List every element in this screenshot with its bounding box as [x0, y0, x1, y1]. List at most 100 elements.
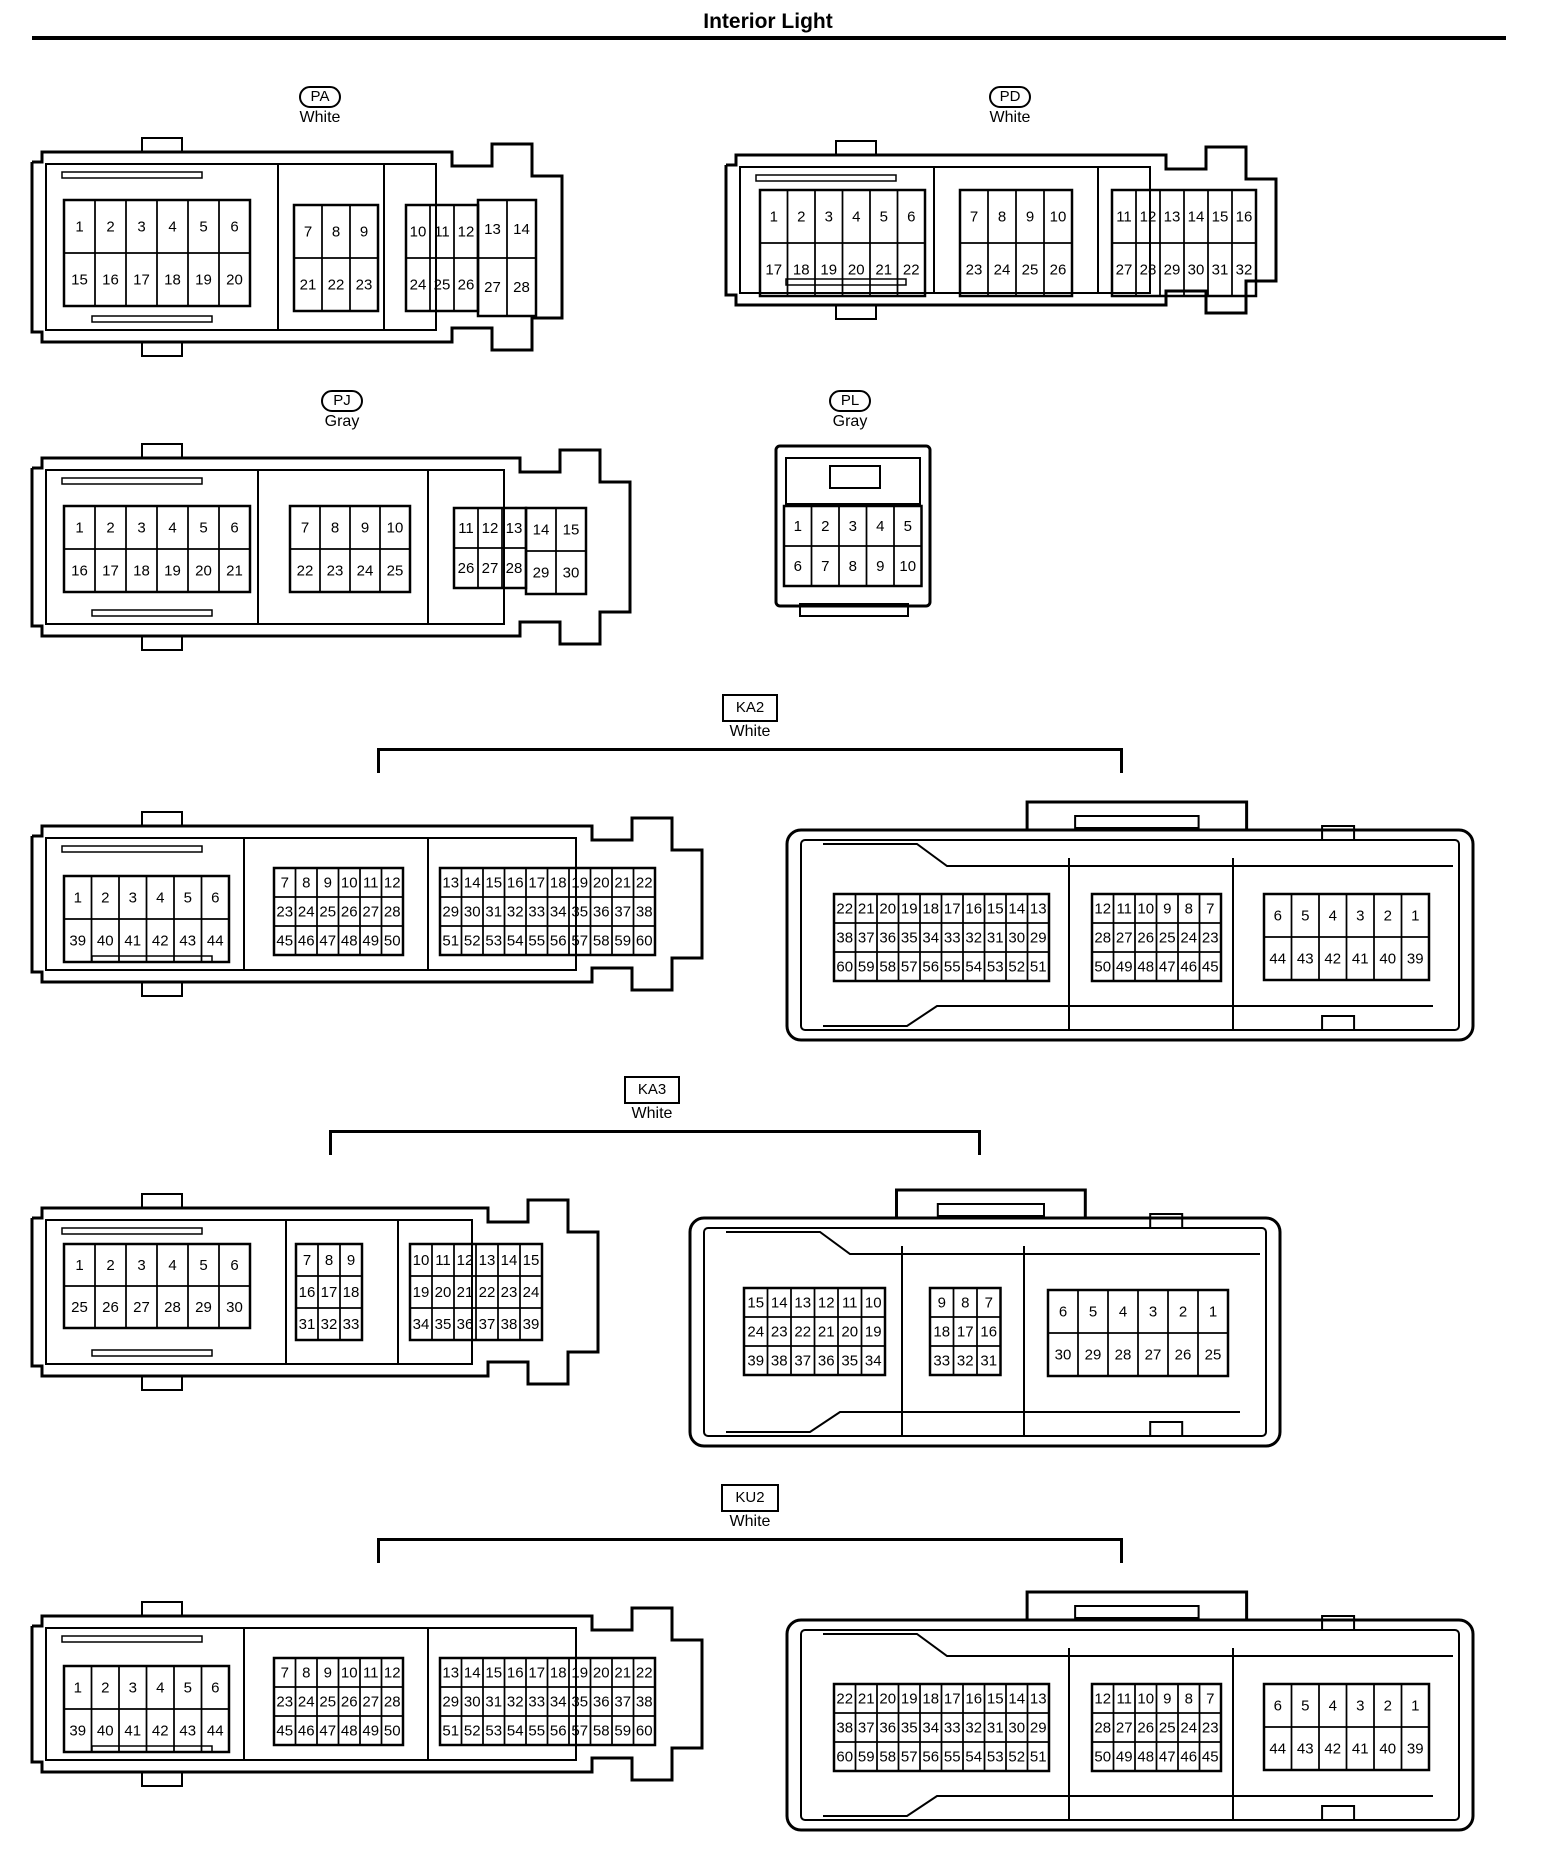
- pin-number: 36: [818, 1353, 835, 1370]
- pin-number: 13: [506, 520, 523, 537]
- pin-number: 47: [1159, 959, 1176, 976]
- pin-number: 10: [1137, 901, 1154, 918]
- pin-number: 8: [332, 224, 340, 241]
- pin-number: 48: [1137, 1749, 1154, 1766]
- pin-number: 40: [97, 933, 114, 950]
- pin-number: 49: [362, 1723, 379, 1740]
- connector-pl-color: Gray: [832, 413, 868, 430]
- pin-cell: [1400, 1726, 1430, 1771]
- pin-number: 12: [1140, 209, 1157, 226]
- pin-number: 58: [879, 1749, 896, 1766]
- pin-number: 4: [168, 1257, 176, 1274]
- pin-number: 48: [1137, 959, 1154, 976]
- connector-pj-color: Gray: [324, 413, 360, 430]
- connector-ka2-label: KA2 White: [700, 694, 800, 742]
- pin-number: 12: [482, 520, 499, 537]
- pin-number: 57: [901, 1749, 918, 1766]
- connector-ka3-code: KA3: [623, 1076, 681, 1104]
- pin-number: 23: [276, 904, 293, 921]
- pin-number: 54: [507, 933, 524, 950]
- pin-number: 24: [357, 563, 374, 580]
- connector-pd-code: PD: [989, 86, 1031, 108]
- pin-number: 26: [1137, 930, 1154, 947]
- pin-number: 22: [328, 277, 345, 294]
- pin-number: 42: [1324, 951, 1341, 968]
- pin-number: 28: [513, 279, 530, 296]
- key-outline: [823, 1005, 1433, 1027]
- latch-tab: [141, 341, 183, 357]
- connector-ka2-color: White: [729, 723, 771, 740]
- pin-number: 15: [485, 875, 502, 892]
- pin-number: 36: [457, 1316, 474, 1333]
- latch-tab: [141, 1193, 183, 1209]
- pin-number: 20: [879, 901, 896, 918]
- pin-number: 14: [464, 1665, 481, 1682]
- pin-number: 13: [1030, 901, 1047, 918]
- guide-bar: [755, 174, 897, 182]
- guide-tab: [1321, 1615, 1356, 1631]
- pin-number: 10: [341, 875, 358, 892]
- key-outline: [823, 1633, 1453, 1657]
- key-outline: [823, 843, 1453, 867]
- connector-housing: [30, 448, 632, 646]
- pin-number: 36: [593, 904, 610, 921]
- pin-number: 33: [528, 904, 545, 921]
- connector-ku2-code: KU2: [721, 1484, 779, 1512]
- pin-number: 53: [485, 933, 502, 950]
- pin-number: 2: [106, 1257, 114, 1274]
- connector-pj-label: PJ Gray: [292, 390, 392, 432]
- pin-number: 36: [593, 1694, 610, 1711]
- pin-number: 3: [137, 219, 145, 236]
- guide-bar: [785, 278, 907, 286]
- pin-number: 7: [1206, 901, 1214, 918]
- pin-number: 54: [507, 1723, 524, 1740]
- pin-cell: [1197, 1332, 1229, 1377]
- pin-number: 7: [281, 875, 289, 892]
- pin-number: 3: [1149, 1304, 1157, 1321]
- pin-number: 17: [528, 875, 545, 892]
- pin-number: 24: [747, 1324, 764, 1341]
- pin-number: 11: [458, 520, 474, 537]
- pin-number: 52: [1008, 1749, 1025, 1766]
- pin-number: 5: [1301, 908, 1309, 925]
- pin-number: 19: [571, 875, 588, 892]
- pin-number: 6: [1059, 1304, 1067, 1321]
- pin-number: 12: [458, 224, 475, 241]
- pin-cell: [1198, 1741, 1222, 1772]
- pin-number: 22: [794, 1324, 811, 1341]
- pin-number: 45: [276, 933, 293, 950]
- guide-bar: [91, 315, 213, 323]
- pin-number: 2: [1179, 1304, 1187, 1321]
- pin-number: 9: [360, 224, 368, 241]
- pin-number: 45: [1202, 959, 1219, 976]
- connector-ka3-label: KA3 White: [602, 1076, 702, 1124]
- pin-number: 16: [71, 563, 88, 580]
- pin-cell: [349, 257, 379, 312]
- pin-number: 6: [230, 1257, 238, 1274]
- connector-inner-frame: [800, 1629, 1460, 1821]
- pin-number: 18: [133, 563, 150, 580]
- pin-number: 15: [563, 522, 580, 539]
- connector-pl-label: PL Gray: [800, 390, 900, 432]
- pin-number: 60: [836, 959, 853, 976]
- pin-number: 5: [1089, 1304, 1097, 1321]
- pin-number: 5: [184, 890, 192, 907]
- pin-number: 7: [821, 558, 829, 575]
- pin-number: 25: [1205, 1347, 1222, 1364]
- pin-number: 8: [302, 1665, 310, 1682]
- pin-cell: [379, 548, 411, 593]
- pin-number: 17: [957, 1324, 974, 1341]
- pin-number: 18: [922, 901, 939, 918]
- pin-cell: [200, 918, 230, 963]
- pin-number: 33: [933, 1353, 950, 1370]
- pin-number: 20: [195, 563, 212, 580]
- latch-tab: [829, 465, 881, 489]
- pin-cell: [1043, 242, 1073, 297]
- connector-inner-frame: [800, 839, 1460, 1031]
